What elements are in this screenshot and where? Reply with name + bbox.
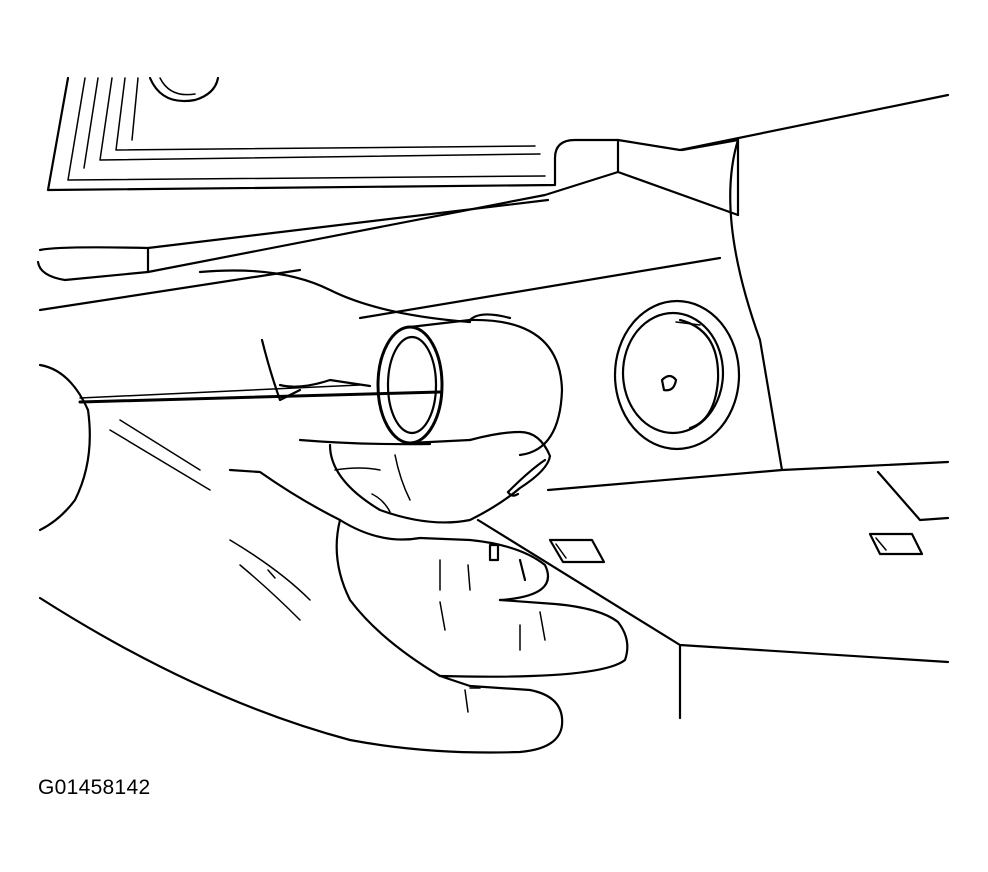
installed-receptacle (613, 299, 741, 451)
bushing-sleeve (376, 313, 564, 457)
mounting-tab-left (548, 538, 606, 564)
hand (38, 269, 629, 754)
small-clip (488, 543, 527, 582)
lower-dash-surface (36, 170, 950, 720)
mounting-tab-right (868, 532, 924, 556)
upper-trim-panel (46, 76, 620, 192)
installation-tool (78, 384, 442, 404)
figure-code: G01458142 (38, 776, 151, 799)
right-housing (616, 93, 950, 472)
